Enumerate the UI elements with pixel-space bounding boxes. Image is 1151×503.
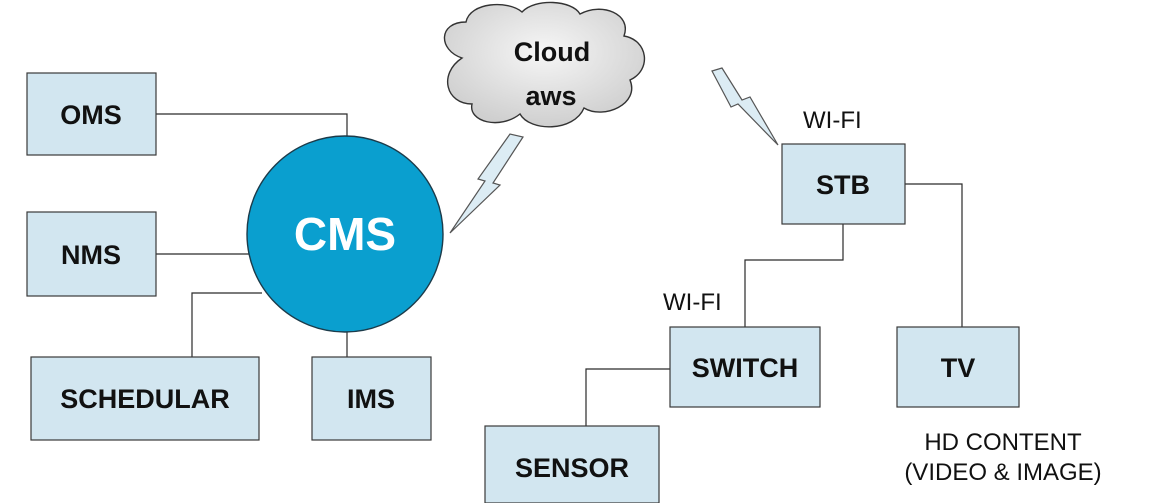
node-oms: OMS: [26, 72, 157, 156]
cloud-aws: Cloud aws: [443, 1, 646, 128]
node-stb: STB: [781, 143, 906, 225]
node-cms: CMS: [246, 135, 444, 333]
wire-oms-cms: [156, 113, 348, 136]
node-schedular: SCHEDULAR: [30, 356, 260, 441]
node-nms-label: NMS: [61, 240, 121, 270]
wire-stb-tv: [905, 183, 963, 327]
wifi-label-stb: WI-FI: [803, 107, 862, 134]
node-sensor: SENSOR: [484, 425, 660, 503]
cloud-label-line1: Cloud: [514, 37, 590, 67]
wireless-link-cloud-stb: [711, 67, 779, 146]
node-oms-label: OMS: [60, 100, 122, 130]
cloud-label-line2: aws: [525, 81, 576, 111]
hd-content-label-line1: HD CONTENT: [924, 429, 1082, 456]
node-stb-label: STB: [816, 170, 870, 200]
connectors: [156, 113, 963, 426]
node-ims: IMS: [311, 356, 432, 441]
node-cms-label: CMS: [294, 208, 396, 260]
wifi-label-switch: WI-FI: [663, 289, 722, 316]
wire-stb-switch: [744, 224, 844, 327]
node-tv-label: TV: [941, 353, 976, 383]
wire-schedular-cms: [191, 292, 262, 357]
node-ims-label: IMS: [347, 384, 395, 414]
wire-switch-sensor: [585, 368, 670, 426]
node-schedular-label: SCHEDULAR: [60, 384, 230, 414]
wireless-link-cms-cloud: [449, 133, 524, 234]
hd-content-label-line2: (VIDEO & IMAGE): [904, 459, 1101, 486]
node-nms: NMS: [26, 211, 157, 297]
node-sensor-label: SENSOR: [515, 453, 629, 483]
node-switch: SWITCH: [669, 326, 821, 408]
node-tv: TV: [896, 326, 1020, 408]
node-switch-label: SWITCH: [692, 353, 798, 383]
